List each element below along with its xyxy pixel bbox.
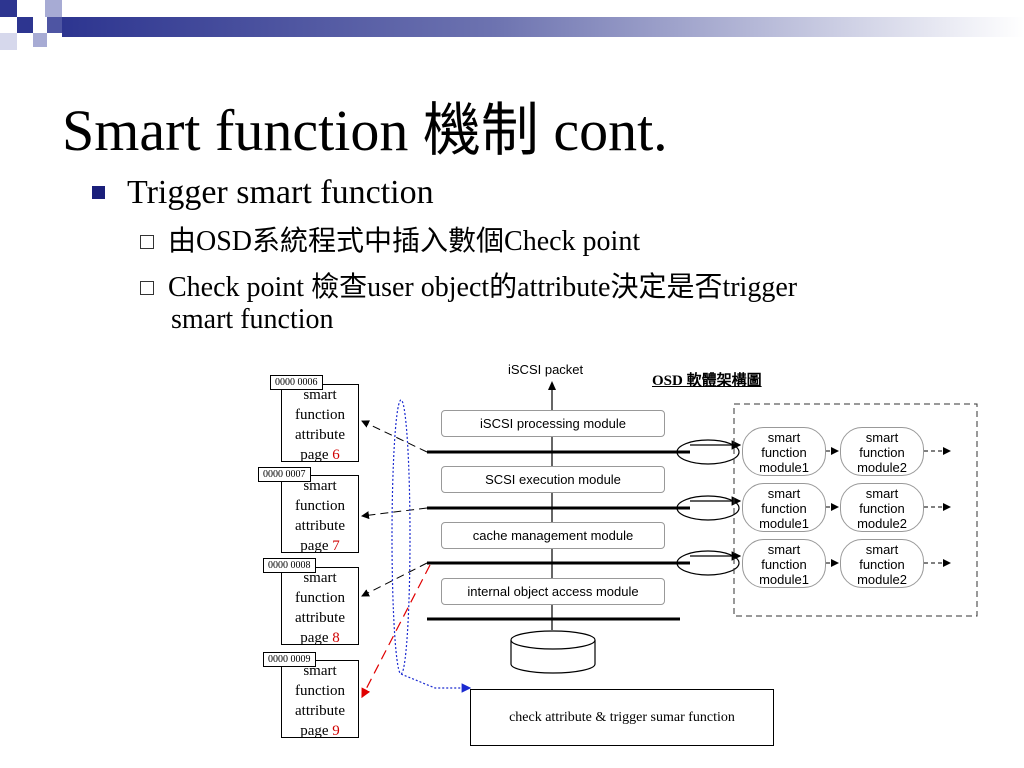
slide-title: Smart function 機制 cont. xyxy=(62,98,668,163)
attribute-page: smart function attribute page 7 xyxy=(281,475,359,554)
module-text: function xyxy=(859,557,905,572)
page-text: function xyxy=(295,498,345,514)
page-text: function xyxy=(295,407,345,423)
corner-square xyxy=(47,17,62,33)
page-text: attribute xyxy=(295,518,345,534)
packet-label: iSCSI packet xyxy=(508,362,584,377)
smart-function-module2: smart function module2 xyxy=(840,427,924,476)
smart-function-module1: smart function module1 xyxy=(742,539,826,588)
loop-ellipse xyxy=(676,439,740,465)
page-text: function xyxy=(295,590,345,606)
bullet-level1: Trigger smart function xyxy=(92,172,434,214)
module-text: module1 xyxy=(759,572,809,587)
module-text: function xyxy=(859,501,905,516)
corner-square xyxy=(0,33,17,50)
lookup-arrow-red xyxy=(361,564,431,699)
module-text: function xyxy=(761,445,807,460)
page-text: page 6 xyxy=(300,447,340,463)
attribute-page: smart function attribute page 9 xyxy=(281,660,359,739)
corner-square xyxy=(0,0,17,17)
page-text: page 8 xyxy=(300,630,340,646)
module-text: module1 xyxy=(759,460,809,475)
bullet-text: Check point 檢查user object的attribute決定是否t… xyxy=(168,272,798,303)
page-number: 6 xyxy=(332,447,340,463)
smart-function-module1: smart function module1 xyxy=(742,483,826,532)
bullet-level2: 由OSD系統程式中插入數個Check point xyxy=(140,226,640,258)
module-text: module1 xyxy=(759,516,809,531)
lookup-arrow xyxy=(361,562,428,597)
page-text: attribute xyxy=(295,610,345,626)
smart-function-module2: smart function module2 xyxy=(840,539,924,588)
check-attribute-box: check attribute & trigger sumar function xyxy=(470,689,774,746)
object-id-tag: 0000 0006 xyxy=(270,375,323,390)
object-id-tag: 0000 0008 xyxy=(263,558,316,573)
module-scsi-execution: SCSI execution module xyxy=(441,466,665,493)
module-text: function xyxy=(761,501,807,516)
module-text: smart xyxy=(865,486,899,501)
diagram-title: OSD 軟體架構圖 xyxy=(652,373,762,389)
smart-module-container xyxy=(733,403,978,617)
attribute-page: smart function attribute page 6 xyxy=(281,384,359,463)
page-text: smart xyxy=(303,387,337,403)
module-text: smart xyxy=(865,430,899,445)
page-text: smart xyxy=(303,570,337,586)
lookup-arrow xyxy=(361,507,428,520)
module-text: module2 xyxy=(857,572,907,587)
module-text: smart xyxy=(767,542,801,557)
smart-function-module1: smart function module1 xyxy=(742,427,826,476)
bullet-text: 由OSD系統程式中插入數個Check point xyxy=(168,226,641,257)
object-id-tag: 0000 0009 xyxy=(263,652,316,667)
corner-square xyxy=(33,33,47,47)
page-number: 8 xyxy=(332,630,340,646)
page-text: function xyxy=(295,683,345,699)
module-text: smart xyxy=(767,486,801,501)
square-bullet-icon xyxy=(92,185,105,199)
page-number: 7 xyxy=(332,538,340,554)
module-iscsi-processing: iSCSI processing module xyxy=(441,410,665,437)
module-cache-management: cache management module xyxy=(441,522,665,549)
page-text: smart xyxy=(303,478,337,494)
page-text: attribute xyxy=(295,703,345,719)
module-text: function xyxy=(859,445,905,460)
check-pointer-line xyxy=(400,673,472,693)
page-text: attribute xyxy=(295,427,345,443)
database-cylinder-top xyxy=(510,630,596,650)
smart-function-module2: smart function module2 xyxy=(840,483,924,532)
page-number: 9 xyxy=(332,723,340,739)
checkpoint-group-ellipse xyxy=(391,399,411,675)
module-text: module2 xyxy=(857,516,907,531)
attribute-page: smart function attribute page 8 xyxy=(281,567,359,646)
header-gradient-bar xyxy=(62,17,1024,37)
module-text: smart xyxy=(767,430,801,445)
bullet-level2: Check point 檢查user object的attribute決定是否t… xyxy=(140,272,960,336)
corner-square xyxy=(45,0,62,17)
loop-ellipse xyxy=(676,550,740,576)
page-text: page 9 xyxy=(300,723,340,739)
module-text: module2 xyxy=(857,460,907,475)
hollow-square-bullet-icon xyxy=(140,234,154,249)
corner-square xyxy=(17,17,33,33)
page-text: smart xyxy=(303,663,337,679)
object-id-tag: 0000 0007 xyxy=(258,467,311,482)
hollow-square-bullet-icon xyxy=(140,280,154,295)
bullet-text: Trigger smart function xyxy=(127,174,434,211)
arrowhead-up xyxy=(548,381,556,390)
module-internal-object-access: internal object access module xyxy=(441,578,665,605)
module-text: function xyxy=(761,557,807,572)
module-text: smart xyxy=(865,542,899,557)
loop-ellipse xyxy=(676,495,740,521)
bullet-text-continuation: smart function xyxy=(171,304,334,335)
page-text: page 7 xyxy=(300,538,340,554)
